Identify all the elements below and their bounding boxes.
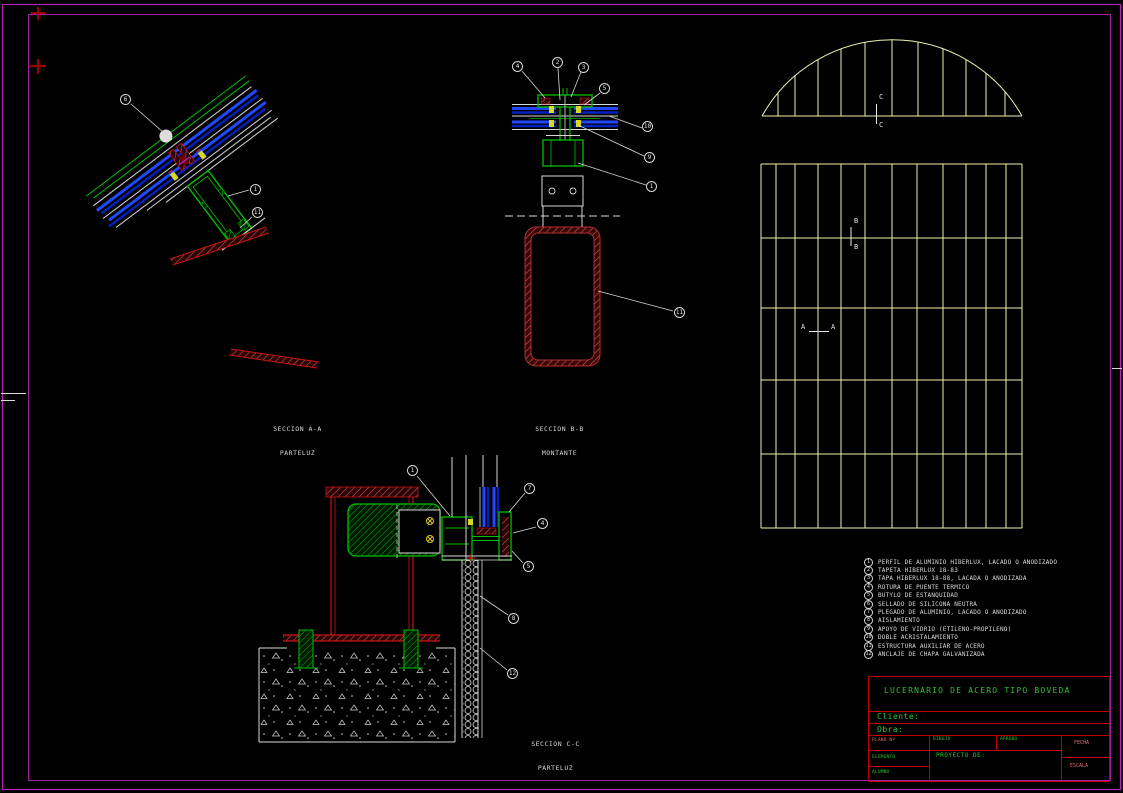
legend-text: BUTYLO DE ESTANQUIDAD: [878, 592, 959, 600]
legend-text: TAPETA HIBERLUX 18-83: [878, 567, 959, 575]
mark-a-right: A: [831, 323, 836, 331]
titleblock-obra: Obra:: [877, 724, 904, 734]
titleblock-dibujo-label: DIBUJO: [933, 737, 951, 742]
section-cc-subtitle: PARTELUZ: [537, 764, 574, 772]
section-aa-title: SECCION A-A: [273, 425, 322, 433]
legend-item: 10 DOBLE ACRISTALAMIENTO: [864, 633, 1057, 643]
title-block-frame: [868, 676, 1110, 782]
mark-b-top: B: [854, 217, 859, 225]
legend-text: PERFIL DE ALUMINIO HIBERLUX, LACADO O AN…: [878, 558, 1058, 566]
legend-text: TAPA HIBERLUX 18-88, LACADA O ANODIZADA: [878, 575, 1027, 583]
legend-text: ANCLAJE DE CHAPA GALVANIZADA: [878, 650, 985, 658]
detail-bb: [505, 67, 674, 367]
plan-grid: [760, 163, 1023, 529]
callout-flashing: 7: [524, 483, 535, 494]
legend-text: APOYO DE VIDRIO (ETILENO-PROPILENO): [878, 625, 1012, 633]
section-aa-subtitle: PARTELUZ: [279, 449, 316, 457]
callout-sealant: 6: [120, 94, 131, 105]
mark-c-bottom: C: [879, 121, 884, 129]
callout-steel-tube: 11: [674, 307, 685, 318]
mark-b-bottom: B: [854, 243, 859, 251]
legend-num: 10: [864, 633, 873, 643]
legend-text: DOBLE ACRISTALAMIENTO: [878, 634, 959, 642]
legend-text: PLEGADO DE ALUMINIO, LACADO O ANODIZADO: [878, 609, 1027, 617]
callout-thermal-cc: 4: [537, 518, 548, 529]
sheet-border: [1, 3, 1122, 791]
legend-num: 5: [864, 591, 873, 601]
callout-double-glazing: 10: [642, 121, 653, 132]
mark-a-left: A: [801, 323, 806, 331]
section-label-cc: SECCION C-C PARTELUZ: [508, 724, 603, 780]
callout-glass-support: 9: [644, 152, 655, 163]
registration-marks: [30, 7, 46, 74]
titleblock-proyecto-label: PROYECTO DE:: [936, 752, 986, 759]
legend-text: ROTURA DE PUENTE TERMICO: [878, 583, 970, 591]
titleblock-aprobo-label: APROBO: [1000, 737, 1018, 742]
legend-item: 12 ANCLAJE DE CHAPA GALVANIZADA: [864, 650, 1057, 659]
callout-profile-bb: 1: [646, 181, 657, 192]
callout-butyl: 5: [599, 83, 610, 94]
legend-text: ESTRUCTURA AUXILIAR DE ACERO: [878, 642, 985, 650]
leader-lines-aa: [130, 103, 253, 229]
titleblock-elemento-label: ELEMENTO: [872, 755, 896, 760]
section-label-bb: SECCION B-B MONTANTE: [512, 409, 607, 465]
callout-thermal-break: 4: [512, 61, 523, 72]
mark-c-top: C: [879, 93, 884, 101]
titleblock-alumno-label: ALUMNO: [872, 770, 890, 775]
titleblock-cliente: Cliente:: [877, 712, 920, 721]
callout-profile: 1: [250, 184, 261, 195]
legend-text: SELLADO DE SILICONA NEUTRA: [878, 600, 978, 608]
arch-elevation: [761, 39, 1023, 117]
titleblock-escala-label: ESCALA: [1070, 763, 1089, 769]
callout-butyl-cc: 5: [523, 561, 534, 572]
legend-item: 5 BUTYLO DE ESTANQUIDAD: [864, 591, 1057, 601]
leader-lines-cc: [416, 475, 537, 671]
callout-steel: 11: [252, 207, 263, 218]
section-bb-title: SECCION B-B: [535, 425, 584, 433]
section-bb-subtitle: MONTANTE: [541, 449, 578, 457]
section-label-aa: SECCION A-A PARTELUZ: [250, 409, 345, 465]
titleblock-title: LUCERNARIO DE ACERO TIPO BOVEDA: [884, 686, 1071, 695]
leader-lines-bb: [521, 67, 674, 312]
callout-tapa: 3: [578, 62, 589, 73]
callout-tapeta: 2: [552, 57, 563, 68]
section-cc-title: SECCION C-C: [531, 740, 580, 748]
titleblock-plano-label: PLANO Nº: [872, 738, 896, 743]
callout-anchor: 12: [507, 668, 518, 679]
detail-aa: [85, 75, 320, 369]
legend-num: 12: [864, 650, 873, 659]
callout-insulation: 8: [508, 613, 519, 624]
legend-text: AISLAMIENTO: [878, 617, 920, 625]
callout-profile-cc: 1: [407, 465, 418, 476]
detail-cc: [258, 455, 537, 743]
titleblock-fecha-label: FECHA: [1074, 740, 1090, 746]
